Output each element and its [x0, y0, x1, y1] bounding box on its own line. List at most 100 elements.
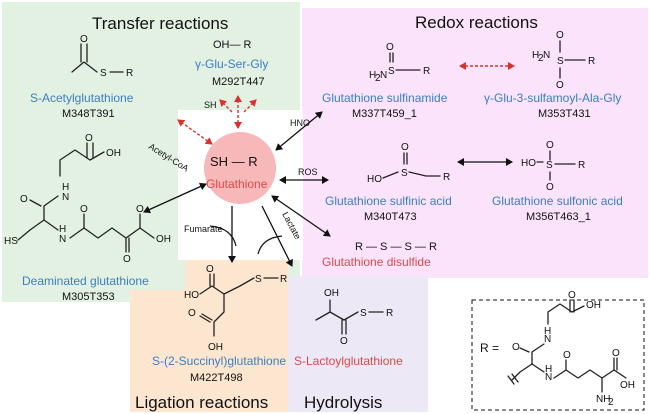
redox-panel [302, 8, 648, 278]
transfer-title: Transfer reactions [92, 14, 228, 33]
arrow-lactate-curve [257, 235, 283, 255]
svg-text:HS: HS [4, 236, 18, 247]
edge-fumarate: Fumarate [184, 224, 223, 234]
arrow-fumarate-curve [209, 225, 237, 247]
hydrolysis-panel [288, 276, 428, 412]
svg-text:2: 2 [538, 53, 544, 64]
redox-title: Redox reactions [415, 13, 538, 32]
glutathione-label: Glutathione [206, 177, 268, 191]
svg-text:N: N [543, 50, 550, 61]
svg-text:R: R [280, 274, 287, 285]
svg-text:O: O [546, 182, 554, 193]
svg-text:O: O [80, 204, 88, 215]
arrow-hno [275, 111, 323, 151]
arrow-deaminated [143, 182, 207, 214]
svg-text:OH: OH [324, 288, 339, 299]
svg-text:O: O [512, 342, 520, 353]
arrow-lactate [261, 205, 293, 267]
svg-text:H: H [59, 224, 66, 235]
svg-text:S: S [255, 274, 262, 285]
disulfide-formula: R — S — S — R [355, 241, 437, 253]
svg-text:OH: OH [106, 148, 121, 159]
deaminated-structure: O OH H N O HS H N O O OH O [4, 133, 171, 265]
sulfamoyl-id: M353T431 [538, 108, 591, 120]
svg-text:R: R [386, 308, 393, 319]
acetyl-structure: O S R [71, 34, 133, 79]
svg-text:H: H [532, 50, 539, 61]
sulfamoyl-name: γ-Glu-3-sulfamoyl-Ala-Gly [484, 91, 621, 105]
sulfinic-name: Glutathione sulfinic acid [325, 194, 452, 208]
r-definition-structure: O OH H N O H N O NH 2 O OH [507, 290, 635, 408]
sulfonic-id: M356T463_1 [526, 211, 591, 223]
svg-text:O: O [556, 80, 564, 91]
svg-text:O: O [568, 290, 576, 301]
edge-sh: SH [204, 100, 217, 110]
svg-text:N: N [545, 372, 552, 383]
acetyl-id: M348T391 [62, 108, 115, 120]
svg-text:R: R [588, 56, 595, 67]
svg-text:OH: OH [586, 300, 601, 311]
gluserglyt-formula: OH— R [213, 39, 252, 51]
succinyl-name: S-(2-Succinyl)glutathione [152, 354, 286, 368]
r-definition-box [471, 299, 645, 411]
succinyl-id: M422T498 [190, 372, 243, 384]
svg-text:O: O [386, 42, 394, 53]
sulfonic-structure: O HO S O R [521, 140, 585, 193]
svg-text:R: R [423, 66, 430, 77]
svg-text:N: N [62, 192, 69, 203]
svg-text:HO: HO [521, 158, 536, 169]
svg-text:OH: OH [620, 380, 635, 391]
svg-text:O: O [401, 142, 409, 153]
svg-text:O: O [136, 204, 144, 215]
svg-text:S: S [401, 168, 408, 179]
acetyl-name: S-Acetylglutathione [30, 91, 134, 105]
svg-text:O: O [340, 336, 348, 347]
svg-text:O: O [563, 350, 571, 361]
svg-text:NH: NH [596, 394, 610, 405]
svg-text:O: O [123, 254, 131, 265]
sulfinic-structure: O HO S R [367, 142, 450, 185]
sulfinamide-id: M337T459_1 [352, 108, 417, 120]
gluserglyt-id: M292T447 [212, 76, 265, 88]
deaminated-id: M305T353 [62, 291, 115, 303]
svg-text:O: O [612, 348, 620, 359]
lactoyl-structure: OH O S R [315, 288, 393, 347]
glutathione-circle [204, 132, 276, 204]
sulfinic-id: M340T473 [364, 211, 417, 223]
svg-text:2: 2 [375, 73, 381, 84]
svg-text:H: H [545, 364, 552, 375]
svg-text:HO: HO [367, 174, 382, 185]
hydrolysis-title: Hydrolysis [304, 393, 382, 412]
succinyl-structure: HO O S R O OH [184, 264, 287, 353]
svg-text:OH: OH [156, 234, 171, 245]
svg-text:N: N [59, 234, 66, 245]
sulfonic-name: Glutathione sulfonic acid [492, 194, 623, 208]
svg-text:OH: OH [208, 342, 223, 353]
svg-text:S: S [360, 308, 367, 319]
svg-text:O: O [85, 133, 93, 144]
arrow-sh-left [219, 99, 233, 113]
svg-text:H: H [369, 70, 376, 81]
white-gap-left [2, 302, 130, 412]
arrow-sh-right [243, 99, 257, 113]
sulfinamide-name: Glutathione sulfinamide [322, 91, 448, 105]
svg-text:O: O [556, 30, 564, 41]
lactoyl-name: S-Lactoylglutathione [294, 354, 403, 368]
disulfide-name: Glutathione disulfide [322, 255, 431, 269]
svg-text:N: N [380, 70, 387, 81]
glutathione-formula: SH — R [210, 154, 258, 169]
svg-text:O: O [80, 34, 88, 45]
arrow-disulfide [271, 195, 331, 237]
svg-text:S: S [100, 68, 107, 79]
svg-text:O: O [20, 194, 28, 205]
svg-text:O: O [188, 308, 196, 319]
ligation-panel-lower [130, 290, 288, 412]
svg-text:R: R [578, 160, 585, 171]
svg-text:HO: HO [184, 290, 199, 301]
svg-text:N: N [544, 334, 551, 345]
gluserglyt-name: γ-Glu-Ser-Gly [195, 57, 268, 71]
svg-text:S: S [546, 160, 553, 171]
svg-text:H: H [62, 182, 69, 193]
